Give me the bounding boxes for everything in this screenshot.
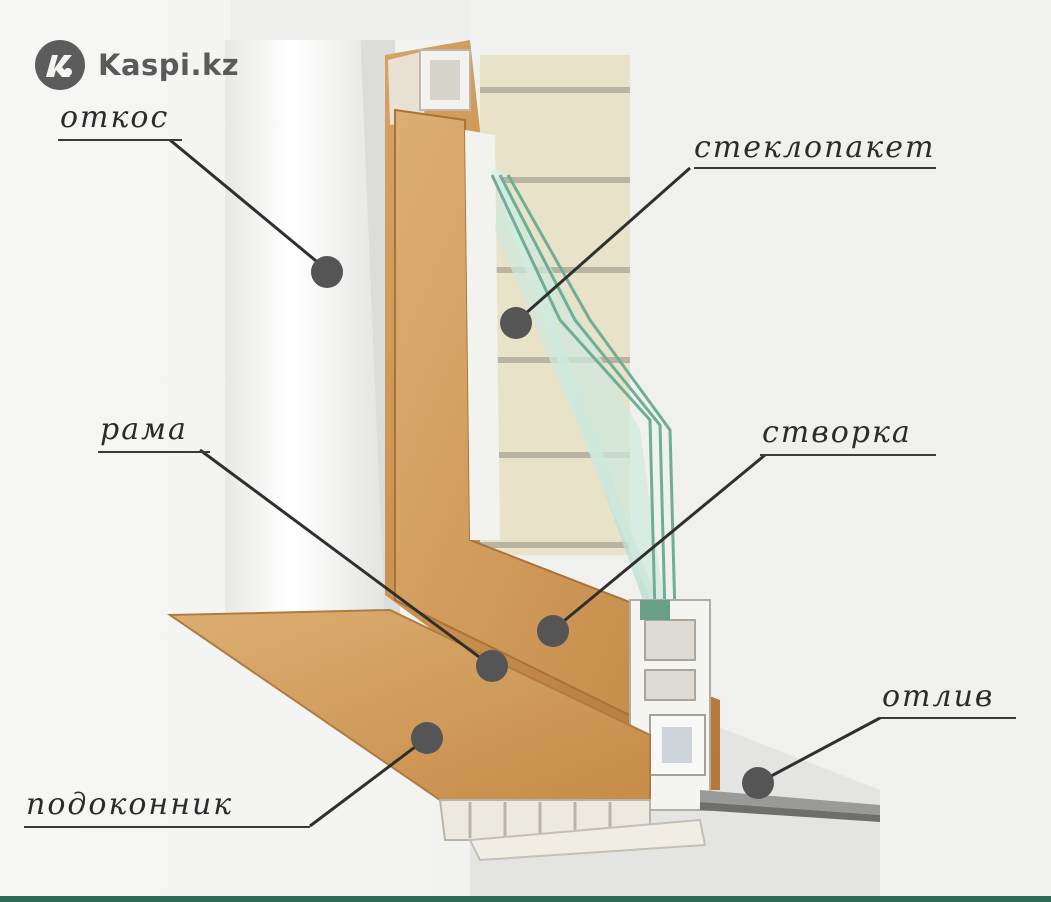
marker-podokonnik (411, 722, 443, 754)
marker-steklopaket (500, 307, 532, 339)
marker-otkos (311, 256, 343, 288)
marker-dots (311, 256, 774, 799)
drip-sill (700, 790, 880, 822)
label-underlines (24, 139, 1016, 828)
label-otkos: откос (60, 100, 170, 135)
kaspi-logo-icon (35, 40, 85, 90)
label-podokonnik: подоконник (26, 787, 234, 822)
profile-chambers (629, 599, 711, 811)
windowsill (166, 608, 707, 862)
brand-watermark: Kaspi.kz (34, 38, 239, 92)
leader-lines (169, 138, 881, 828)
label-rama: рама (100, 412, 188, 447)
label-stvorka: створка (762, 415, 912, 450)
label-steklopaket: стеклопакет (694, 130, 936, 165)
label-otliv: отлив (882, 679, 995, 714)
bottom-accent-bar (0, 896, 1051, 902)
marker-rama (476, 650, 508, 682)
brand-name: Kaspi.kz (98, 48, 240, 82)
marker-stvorka (537, 615, 569, 647)
marker-otliv (742, 767, 774, 799)
glass-unit (490, 170, 677, 620)
